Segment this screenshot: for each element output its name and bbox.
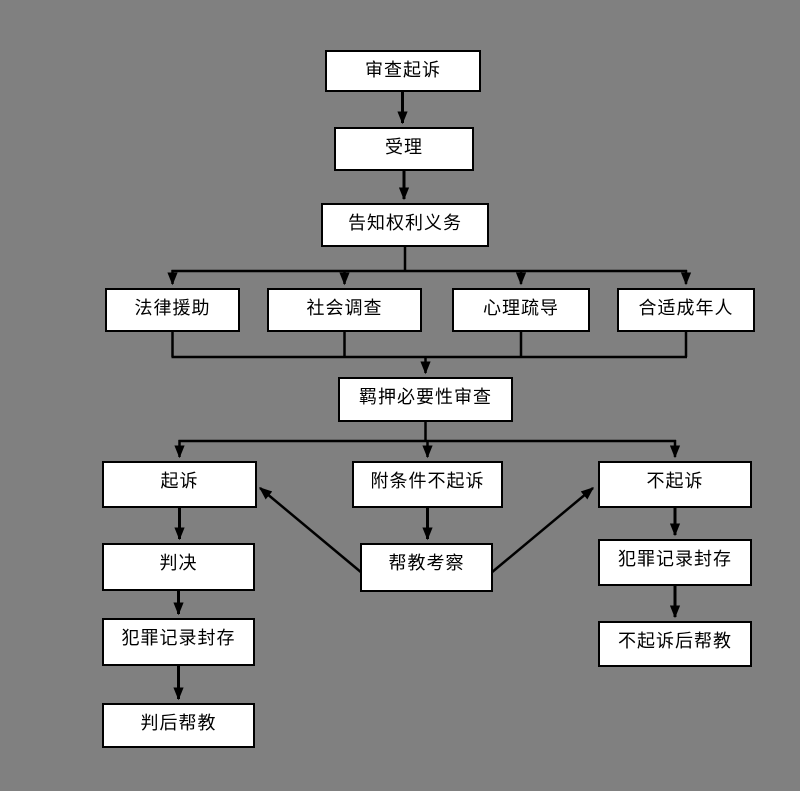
node-review-prosecution: 审查起诉 xyxy=(325,50,481,92)
node-post-non-prosecution-mentoring: 不起诉后帮教 xyxy=(598,621,752,667)
node-legal-aid: 法律援助 xyxy=(105,288,240,332)
node-non-prosecution: 不起诉 xyxy=(598,461,752,508)
node-appropriate-adult: 合适成年人 xyxy=(617,288,755,332)
node-acceptance: 受理 xyxy=(334,127,474,171)
node-psychological-counseling: 心理疏导 xyxy=(452,288,590,332)
node-record-sealing-right: 犯罪记录封存 xyxy=(598,539,752,586)
node-social-investigation: 社会调查 xyxy=(267,288,422,332)
node-inform-rights-obligations: 告知权利义务 xyxy=(321,203,489,247)
node-mentoring-observation: 帮教考察 xyxy=(360,543,493,592)
node-conditional-non-prosecution: 附条件不起诉 xyxy=(352,461,503,508)
node-prosecution: 起诉 xyxy=(102,461,257,508)
node-detention-necessity-review: 羁押必要性审查 xyxy=(338,377,513,422)
node-record-sealing-left: 犯罪记录封存 xyxy=(102,618,255,666)
node-post-judgment-mentoring: 判后帮教 xyxy=(102,703,255,748)
node-judgment: 判决 xyxy=(102,543,255,591)
arrow-mentoring-to-prosecution xyxy=(259,487,363,574)
arrow-mentoring-to-non-prosecution xyxy=(490,487,594,574)
